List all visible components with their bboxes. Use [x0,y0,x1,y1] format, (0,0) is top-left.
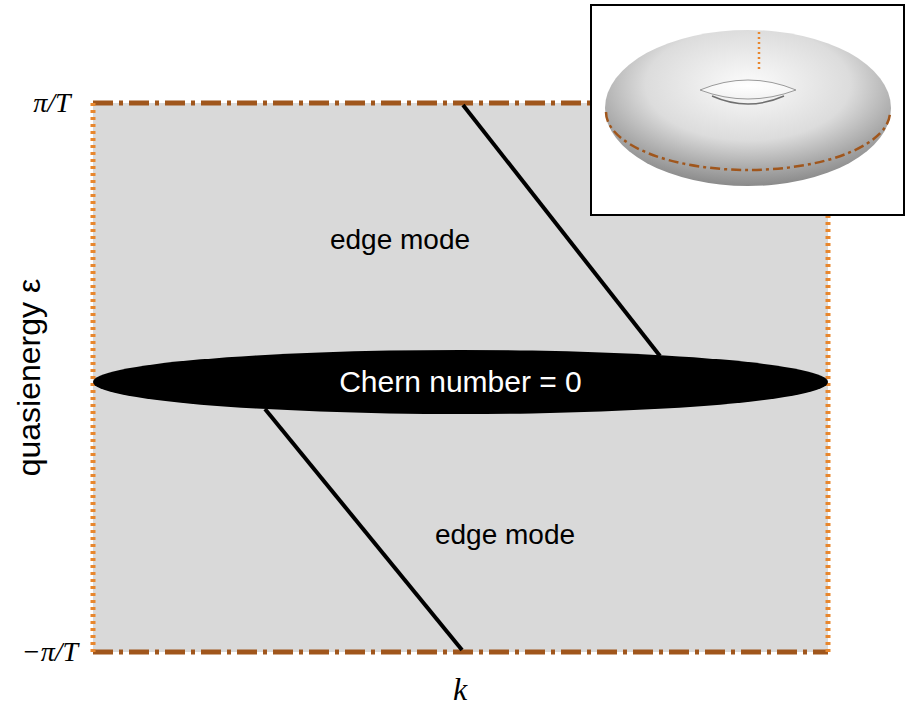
torus-hole [700,80,796,99]
edge-mode-label: edge mode [435,520,575,551]
axis-title: quasienergy ε [12,279,47,477]
region-label: Chern number = 0 [339,365,582,399]
region-ellipse-shape [93,350,828,414]
edge-mode-line [265,409,462,650]
axis-max: π/T [33,88,70,119]
torus-long-loop [606,112,890,170]
edge-mode-label: edge mode [330,225,470,256]
axis-title: k [453,672,467,707]
periodic-boundary [91,103,96,652]
torus-hole-shade [712,96,784,104]
torus [605,30,891,186]
torus-short-loop [758,32,761,72]
axis-min: −π/T [22,637,78,668]
chern-region: Chern number = 0 [93,350,828,414]
inset-frame [591,5,904,215]
